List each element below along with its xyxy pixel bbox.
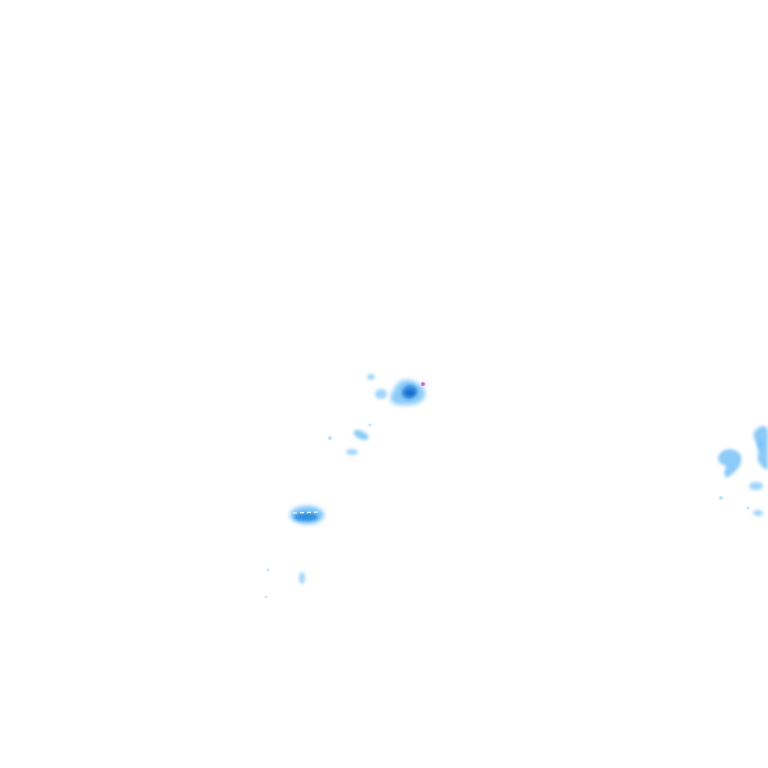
echo-blob — [346, 449, 358, 455]
echo-dot — [328, 436, 332, 440]
echo-cell-e — [718, 426, 768, 516]
echo-extreme — [421, 382, 425, 386]
echo-blob — [299, 572, 305, 584]
echo-dot — [368, 423, 372, 427]
echo-cell-c — [290, 506, 324, 524]
echo-core — [294, 513, 318, 521]
echo-dot — [266, 568, 270, 572]
echo-blob — [375, 389, 387, 399]
echo-cell-b — [328, 423, 372, 455]
echo-blob — [367, 374, 375, 380]
echo-blob — [749, 482, 763, 490]
echo-dot — [746, 506, 750, 510]
echo-cell-a — [367, 374, 426, 406]
echo-dot — [264, 595, 268, 599]
echo-blob — [753, 510, 763, 516]
echo-streak — [292, 511, 321, 514]
echo-cell-d — [264, 568, 305, 599]
echo-core — [405, 390, 415, 396]
echo-blob — [718, 449, 742, 478]
echo-dot — [719, 496, 723, 500]
echo-core — [758, 439, 764, 449]
echo-blob — [353, 430, 369, 440]
